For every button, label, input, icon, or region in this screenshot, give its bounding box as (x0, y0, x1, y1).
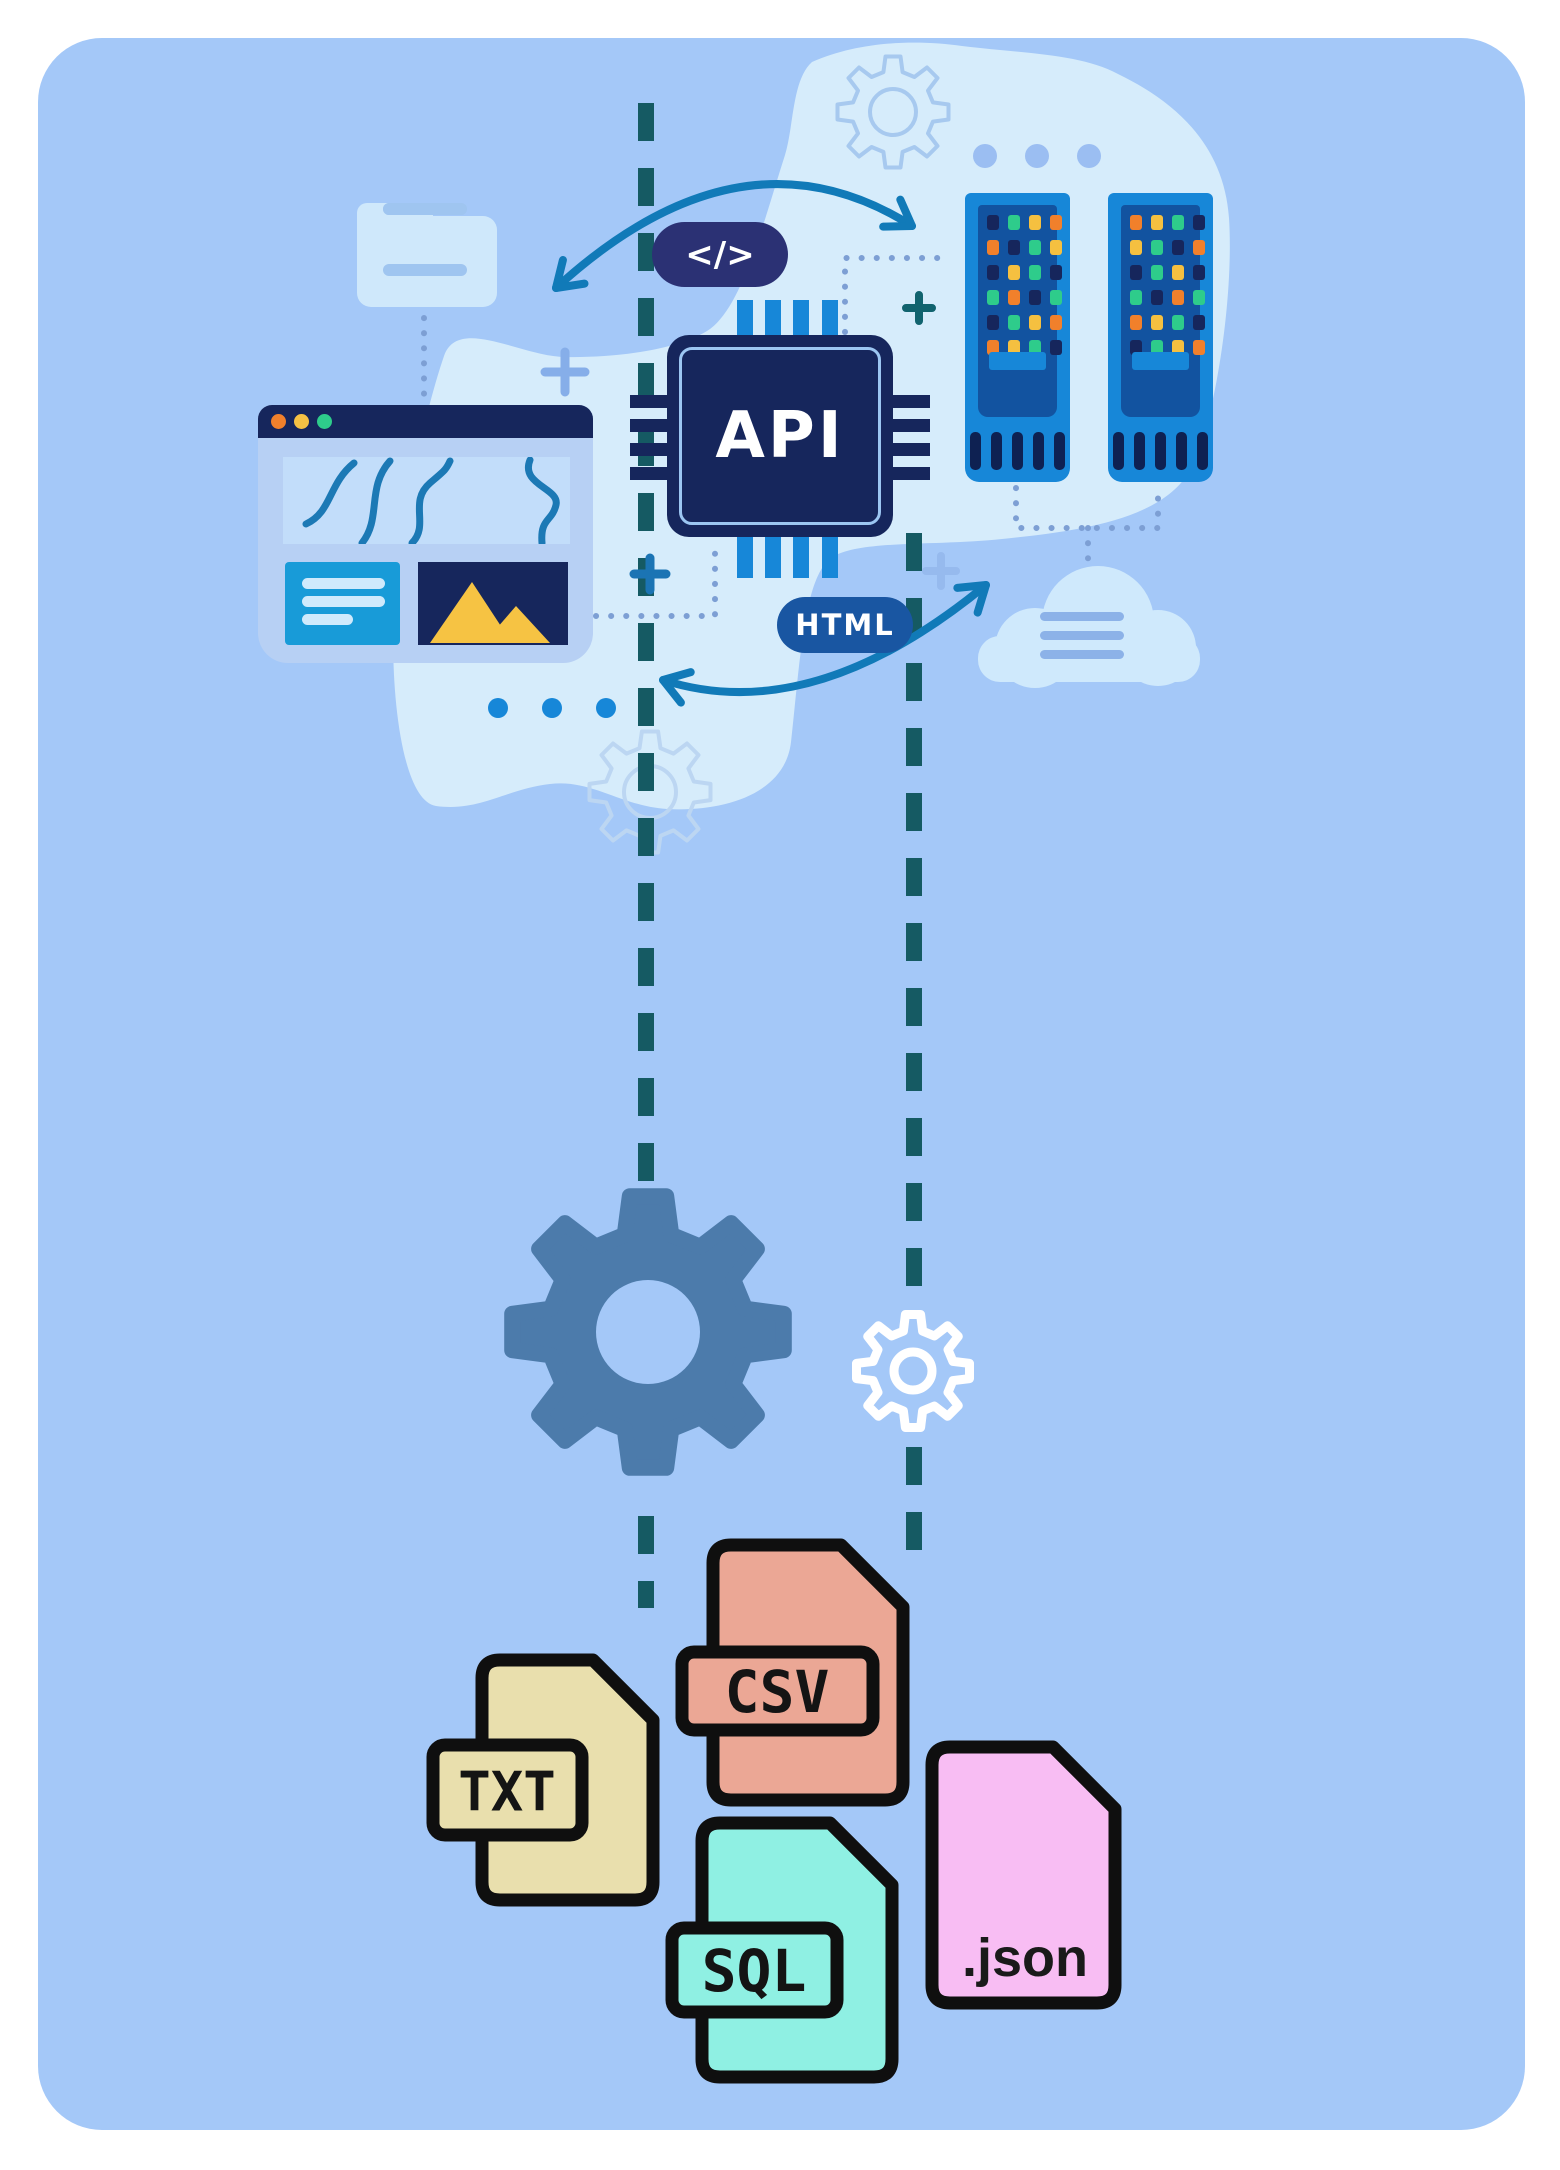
chip-pin (893, 419, 930, 432)
gear-solid-icon (504, 1188, 792, 1476)
server-bar (989, 352, 1046, 370)
server-panel (1121, 205, 1205, 417)
folder-icon (357, 203, 497, 307)
text-line (302, 614, 353, 625)
html-badge: HTML (777, 597, 913, 653)
server-led-grid (1130, 215, 1205, 355)
dots-row-top (973, 144, 1101, 168)
chip-pin (737, 537, 753, 578)
mountains-icon (430, 582, 550, 643)
server-vents (1108, 432, 1213, 470)
file-json-label: .json (962, 1928, 1088, 1988)
file-sql-icon: SQL (665, 1816, 899, 2084)
chip-pin (737, 300, 753, 336)
code-badge: </> (652, 222, 788, 287)
server-led-grid (987, 215, 1062, 355)
traffic-dot-orange (271, 414, 286, 429)
gear-white-icon (852, 1310, 974, 1432)
server-panel (978, 205, 1062, 417)
api-chip-inner-border (679, 347, 881, 525)
traffic-dot-green (317, 414, 332, 429)
chip-pin (630, 395, 667, 408)
chip-pin (793, 300, 809, 336)
arrow-browser-to-servers (552, 180, 916, 292)
dots-row-bottom (488, 698, 616, 718)
api-chip: API (630, 300, 930, 578)
chip-pin (893, 395, 930, 408)
browser-title-bar (258, 405, 593, 438)
browser-text-block (285, 562, 400, 645)
server-vents (965, 432, 1070, 470)
chip-pin (893, 443, 930, 456)
text-line (302, 596, 385, 607)
chip-pin (893, 467, 930, 480)
folder-text-line (383, 264, 467, 276)
plus-icon (922, 552, 960, 590)
code-badge-label: </> (685, 234, 755, 275)
file-sql-label: SQL (702, 1937, 807, 2005)
folder-body (357, 216, 497, 307)
plus-icon (629, 553, 671, 595)
plus-icon (902, 291, 936, 325)
server-rack-left (965, 193, 1070, 482)
file-json-icon: .json (925, 1740, 1122, 2010)
api-chip-body: API (667, 335, 893, 537)
plus-icon (540, 347, 590, 397)
chip-pin (793, 537, 809, 578)
browser-image-block (418, 562, 568, 645)
api-chip-label: API (715, 399, 845, 473)
file-txt-icon: TXT (426, 1653, 660, 1907)
file-csv-label: CSV (725, 1658, 830, 1726)
gear-outline-top-icon (835, 54, 951, 170)
server-bar (1132, 352, 1189, 370)
chip-pin (822, 300, 838, 336)
chip-pin (765, 300, 781, 336)
text-line (302, 578, 385, 589)
dotted-connector-servers-cloud (1013, 485, 1161, 573)
chip-pin (630, 443, 667, 456)
chip-pin (630, 467, 667, 480)
file-txt-label: TXT (458, 1761, 556, 1824)
cloud-icon (978, 566, 1200, 688)
html-badge-label: HTML (795, 608, 895, 642)
browser-window (258, 405, 593, 663)
folder-text-line (383, 203, 467, 215)
browser-chart-panel (283, 456, 570, 547)
chip-pin (630, 419, 667, 432)
chip-pin (765, 537, 781, 578)
squiggle-lines-icon (302, 456, 560, 547)
server-rack-right (1108, 193, 1213, 482)
file-csv-icon: CSV (675, 1538, 910, 1807)
traffic-dot-yellow (294, 414, 309, 429)
chip-pin (822, 537, 838, 578)
arrow-servers-to-browser (659, 581, 990, 707)
